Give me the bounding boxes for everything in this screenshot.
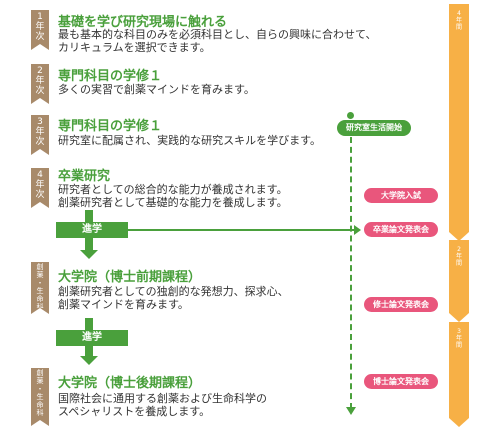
timeline-arrow-icon [449, 313, 469, 322]
advance-line-1 [128, 229, 354, 231]
lab-life-arrow-icon [346, 407, 356, 415]
stage-1-title: 基礎を学び研究現場に触れる [58, 15, 228, 30]
event-graduation-thesis: 卒業論文発表会 [364, 222, 438, 237]
stage-1-description: 最も基本的な科目のみを必須科目とし、自らの興味に合わせて、 カリキュラムを選択で… [58, 28, 377, 54]
event-grad-entrance-exam: 大学院入試 [364, 188, 438, 203]
advance-label-2: 進学 [56, 330, 128, 346]
graduate-program-tab-2: 創薬・生命科 [31, 368, 49, 426]
stage-6-title: 大学院（博士後期課程） [58, 376, 202, 391]
down-arrow-icon [80, 250, 98, 259]
stage-2-title: 専門科目の学修１ [58, 69, 163, 84]
stage-4-title: 卒業研究 [58, 169, 111, 184]
down-arrow-shaft [85, 238, 93, 250]
lab-life-line [350, 137, 352, 409]
stage-2-description: 多くの実習で創薬マインドを育みます。 [58, 83, 255, 96]
down-arrow-shaft [85, 346, 93, 356]
advance-arrow-icon [354, 225, 361, 235]
stage-5-description: 創薬研究者としての独創的な発想力、探求心、 創薬マインドを育みます。 [58, 285, 289, 311]
timeline-arrow-icon [449, 418, 469, 427]
event-doctoral-thesis: 博士論文発表会 [364, 374, 438, 389]
lab-life-start-label: 研究室生活開始 [337, 120, 411, 136]
graduate-program-tab: 創薬・生命科 [31, 262, 49, 314]
stage-4-description: 研究者としての総合的な能力が養成されます。 創薬研究者として基礎的な能力を養成し… [58, 183, 288, 209]
stage-6-description: 国際社会に通用する創薬および生命科学の スペシャリストを養成します。 [58, 392, 267, 418]
down-arrow-shaft [85, 318, 93, 330]
stage-3-description: 研究室に配属され、実践的な研究スキルを学びます。 [58, 134, 322, 147]
down-arrow-icon [80, 356, 98, 365]
stage-5-title: 大学院（博士前期課程） [58, 270, 202, 285]
down-arrow-shaft [85, 210, 93, 222]
event-master-thesis: 修士論文発表会 [364, 297, 438, 312]
timeline-arrow-icon [449, 232, 469, 241]
lab-start-dot [347, 112, 354, 119]
stage-3-title: 専門科目の学修１ [58, 119, 163, 134]
advance-label-1: 進学 [56, 222, 128, 238]
